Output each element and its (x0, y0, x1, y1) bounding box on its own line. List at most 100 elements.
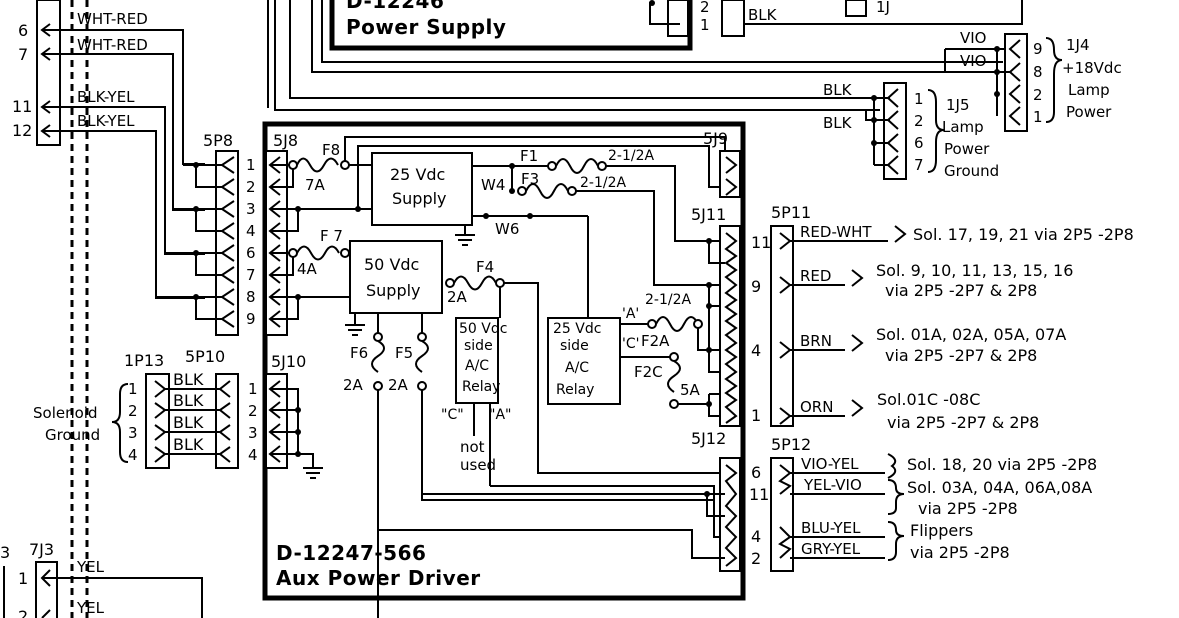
wire-label: VIO (960, 52, 987, 70)
connector-5p11 (770, 225, 794, 427)
destination-label: Sol. 17, 19, 21 via 2P5 -2P8 (913, 225, 1134, 244)
power-supply-board: D-12246 Power Supply 2 1 BLK 1J (329, 0, 890, 51)
wire (270, 453, 314, 468)
relay-label: 25 Vdc (553, 321, 601, 337)
wire-label: BLK (173, 370, 204, 389)
junction (994, 91, 1000, 97)
destination-label: via 2P5 -2P7 & 2P8 (885, 346, 1037, 365)
pin-label: 7 (18, 45, 28, 64)
pin-label: 1 (914, 90, 924, 108)
fuse-terminal (517, 186, 527, 196)
wire (606, 165, 725, 242)
pin-label: 6 (751, 463, 761, 482)
wire-label: BLK (173, 435, 204, 454)
connector-label: 1J (876, 0, 890, 16)
connector-5j8 (265, 150, 288, 336)
junction (295, 429, 301, 435)
fuse-rating: 5A (680, 381, 701, 399)
wire (697, 328, 725, 351)
supply-label: Supply (366, 281, 421, 300)
fuse-rating: 2A (343, 376, 364, 394)
connector-5j11 (719, 225, 741, 427)
left-connector-group: 6 7 11 12 WHT-RED WHT-RED BLK-YEL BLK-YE… (12, 0, 205, 618)
junction (295, 206, 301, 212)
board-part-number: D-12246 (346, 0, 444, 13)
fuse-terminal (417, 332, 427, 342)
wire-label: BLK (823, 81, 853, 99)
fuse-terminal (495, 278, 505, 288)
fuse-f5 (415, 340, 429, 373)
pin-label: 4 (128, 446, 138, 464)
destination-label: Sol. 01A, 02A, 05A, 07A (876, 325, 1066, 344)
fuse-f8 (296, 157, 339, 173)
connector-7j3-group: 3 7J3 1 2 YEL YEL (0, 540, 203, 618)
junction (193, 206, 199, 212)
wire-label: BLK (173, 391, 204, 410)
brace (887, 521, 905, 561)
relay-label: A/C (465, 358, 489, 374)
fuse-terminal (373, 381, 383, 391)
fuse-rating: 2-1/2A (608, 148, 654, 164)
connector-label: 5P10 (185, 347, 225, 366)
connector-7j3 (35, 561, 58, 618)
pin-label: 2 (914, 112, 924, 130)
wire (357, 145, 725, 209)
relay-tap: "C" (441, 407, 464, 423)
ground-icon (345, 324, 365, 336)
junction (193, 250, 199, 256)
relay-label: 50 Vdc (459, 321, 507, 337)
wire-label: BLK-YEL (77, 88, 135, 106)
pin-label: 3 (246, 200, 256, 218)
junction (871, 117, 877, 123)
relay-note: used (460, 456, 496, 474)
connector-label: 5J9 (703, 129, 728, 148)
desc-label: Lamp (942, 118, 984, 136)
left-connector (36, 0, 61, 146)
connector (721, 0, 745, 37)
brace (887, 479, 905, 515)
fuse-name: F3 (521, 170, 539, 188)
fuse-name: F2C (634, 363, 663, 381)
wire (708, 241, 725, 264)
brace (111, 383, 129, 463)
pin-label: 2 (246, 178, 256, 196)
connector-label: 1J4 (1066, 36, 1090, 54)
wire-label: YEL (76, 558, 105, 576)
wire-label: VIO-YEL (801, 455, 859, 473)
brace (927, 89, 945, 173)
junction (509, 188, 515, 194)
pin-label: 2 (18, 607, 28, 618)
board-part-number: D-12247-566 (276, 541, 426, 565)
relay-label: Relay (556, 382, 594, 398)
wire-label: YEL (76, 599, 105, 617)
fuse-rating: 2-1/2A (645, 292, 691, 308)
wire-label: BLK (173, 413, 204, 432)
lamp-power-connector-1j4: VIO VIO 9 8 2 1 1J4 +18Vdc Lamp Power (944, 29, 1122, 132)
connector-label: 5J8 (273, 131, 298, 150)
connector-label: 5P12 (771, 435, 811, 454)
fuse-f4 (453, 275, 497, 291)
connector-5j9 (719, 150, 741, 198)
connector-label: 5J10 (271, 352, 306, 371)
wire (576, 190, 725, 286)
junction (193, 162, 199, 168)
pin-label: 9 (751, 277, 761, 296)
wire (42, 130, 205, 299)
connector-1j5 (883, 82, 907, 180)
pin-label: 12 (12, 121, 32, 140)
supply-25vdc (371, 152, 473, 226)
fuse-f1 (555, 158, 599, 174)
connector-chevrons (40, 23, 51, 138)
connector-5p12-group: 5P12 VIO-YEL YEL-VIO BLU-YEL GRY-YEL Sol… (770, 435, 1097, 572)
destination-label: Flippers (910, 521, 973, 540)
connector-5p8-body (215, 150, 239, 336)
desc-label: Power (1066, 103, 1112, 121)
wire (270, 165, 294, 188)
junction (527, 213, 533, 219)
wire (678, 403, 725, 417)
connector-label: 5J12 (691, 429, 726, 448)
relay-tap: 'C' (622, 336, 639, 352)
board-outline (329, 0, 693, 51)
fuse-terminal (693, 319, 703, 329)
